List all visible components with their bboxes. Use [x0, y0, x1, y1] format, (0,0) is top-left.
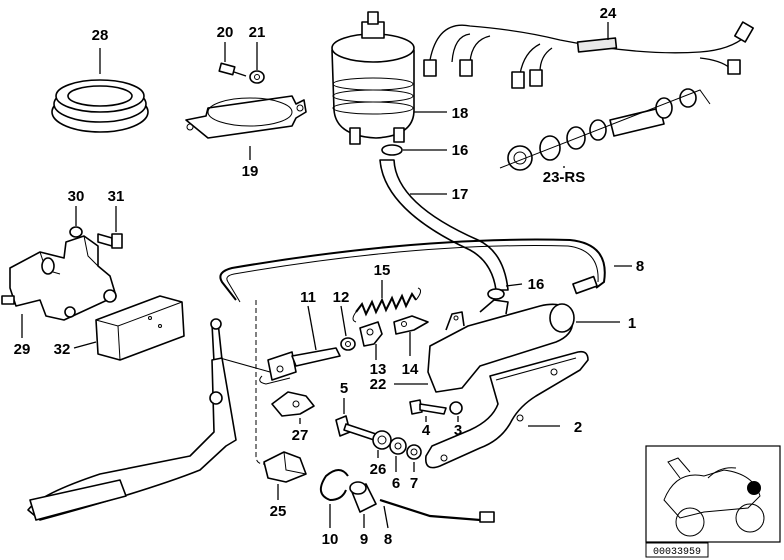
- part-20-bolt: [218, 42, 247, 77]
- part-5-bolt: [335, 398, 377, 441]
- callout-1: 1: [628, 315, 636, 332]
- part-3-nut: [449, 401, 463, 422]
- callout-16-upper: 16: [452, 142, 469, 159]
- callout-29: 29: [14, 341, 31, 358]
- part-29-bracket: [1, 235, 117, 338]
- part-26-washer: [372, 430, 392, 458]
- part-18-reservoir: [331, 11, 447, 145]
- callout-3: 3: [454, 422, 462, 439]
- part-8-short-line: [379, 498, 495, 529]
- catalog-code: 00033959: [653, 547, 701, 558]
- callout-31: 31: [108, 188, 125, 205]
- callout-14: 14: [402, 361, 419, 378]
- part-7-washer: [406, 444, 422, 472]
- part-11-push-rod: [259, 305, 341, 385]
- part-17-hose: [379, 159, 509, 291]
- callout-22: 22: [370, 376, 387, 393]
- part-23-repair-kit: [499, 88, 711, 171]
- part-30-nut: [69, 206, 83, 238]
- callout-25: 25: [270, 503, 287, 520]
- callout-13: 13: [370, 361, 387, 378]
- part-2-bracket: [424, 350, 589, 469]
- callout-23-rs: 23-RS: [543, 169, 586, 186]
- callout-2: 2: [574, 419, 582, 436]
- callout-20: 20: [217, 24, 234, 41]
- highlight-marker: [747, 481, 761, 495]
- callout-8-lower: 8: [384, 531, 392, 548]
- callout-27: 27: [292, 427, 309, 444]
- callout-11: 11: [300, 289, 316, 306]
- part-31-bolt: [97, 206, 123, 249]
- callout-32: 32: [54, 341, 71, 358]
- callout-4: 4: [422, 422, 431, 439]
- callout-8-upper: 8: [636, 258, 644, 275]
- part-12-nut: [340, 305, 356, 351]
- part-1-master-cylinder: [427, 299, 620, 393]
- callout-10: 10: [322, 531, 339, 548]
- callout-28: 28: [92, 27, 109, 44]
- callout-12: 12: [333, 289, 350, 306]
- part-15-spring: [352, 280, 422, 323]
- part-16-clip-lower: [487, 283, 523, 300]
- callout-26: 26: [370, 461, 387, 478]
- part-6-washer: [389, 437, 407, 472]
- part-13-clevis: [359, 321, 383, 360]
- callout-30: 30: [68, 188, 85, 205]
- part-24-wiring: [423, 21, 754, 89]
- part-4-bolt: [409, 399, 447, 422]
- part-27-holder: [271, 391, 315, 424]
- callout-24: 24: [600, 5, 617, 22]
- callout-5: 5: [340, 380, 348, 397]
- motorcycle-thumbnail: [645, 445, 781, 543]
- part-21-nut: [249, 42, 265, 84]
- callout-7: 7: [410, 475, 418, 492]
- part-25-holder: [263, 451, 307, 500]
- callout-15: 15: [374, 262, 391, 279]
- callout-17: 17: [452, 186, 469, 203]
- callout-9: 9: [360, 531, 368, 548]
- callout-19: 19: [242, 163, 259, 180]
- callout-16-lower: 16: [528, 276, 545, 293]
- part-8-clutch-line: [219, 238, 632, 303]
- part-32-pad: [73, 295, 185, 361]
- callout-6: 6: [392, 475, 400, 492]
- part-14-pin: [393, 315, 429, 356]
- callout-21: 21: [249, 24, 266, 41]
- catalog-code-box: 00033959: [645, 542, 709, 558]
- part-9-bushing: [349, 481, 377, 528]
- part-16-clip-upper: [381, 144, 447, 156]
- clutch-pedal: [27, 300, 271, 521]
- part-19-clamp: [185, 95, 307, 160]
- callout-18: 18: [452, 105, 469, 122]
- callout-labels: 28 20 21 19 18 16 17 24 23-RS 30 31 29 3…: [14, 5, 645, 548]
- part-28-boot: [51, 48, 149, 133]
- part-10-circlip: [319, 469, 349, 528]
